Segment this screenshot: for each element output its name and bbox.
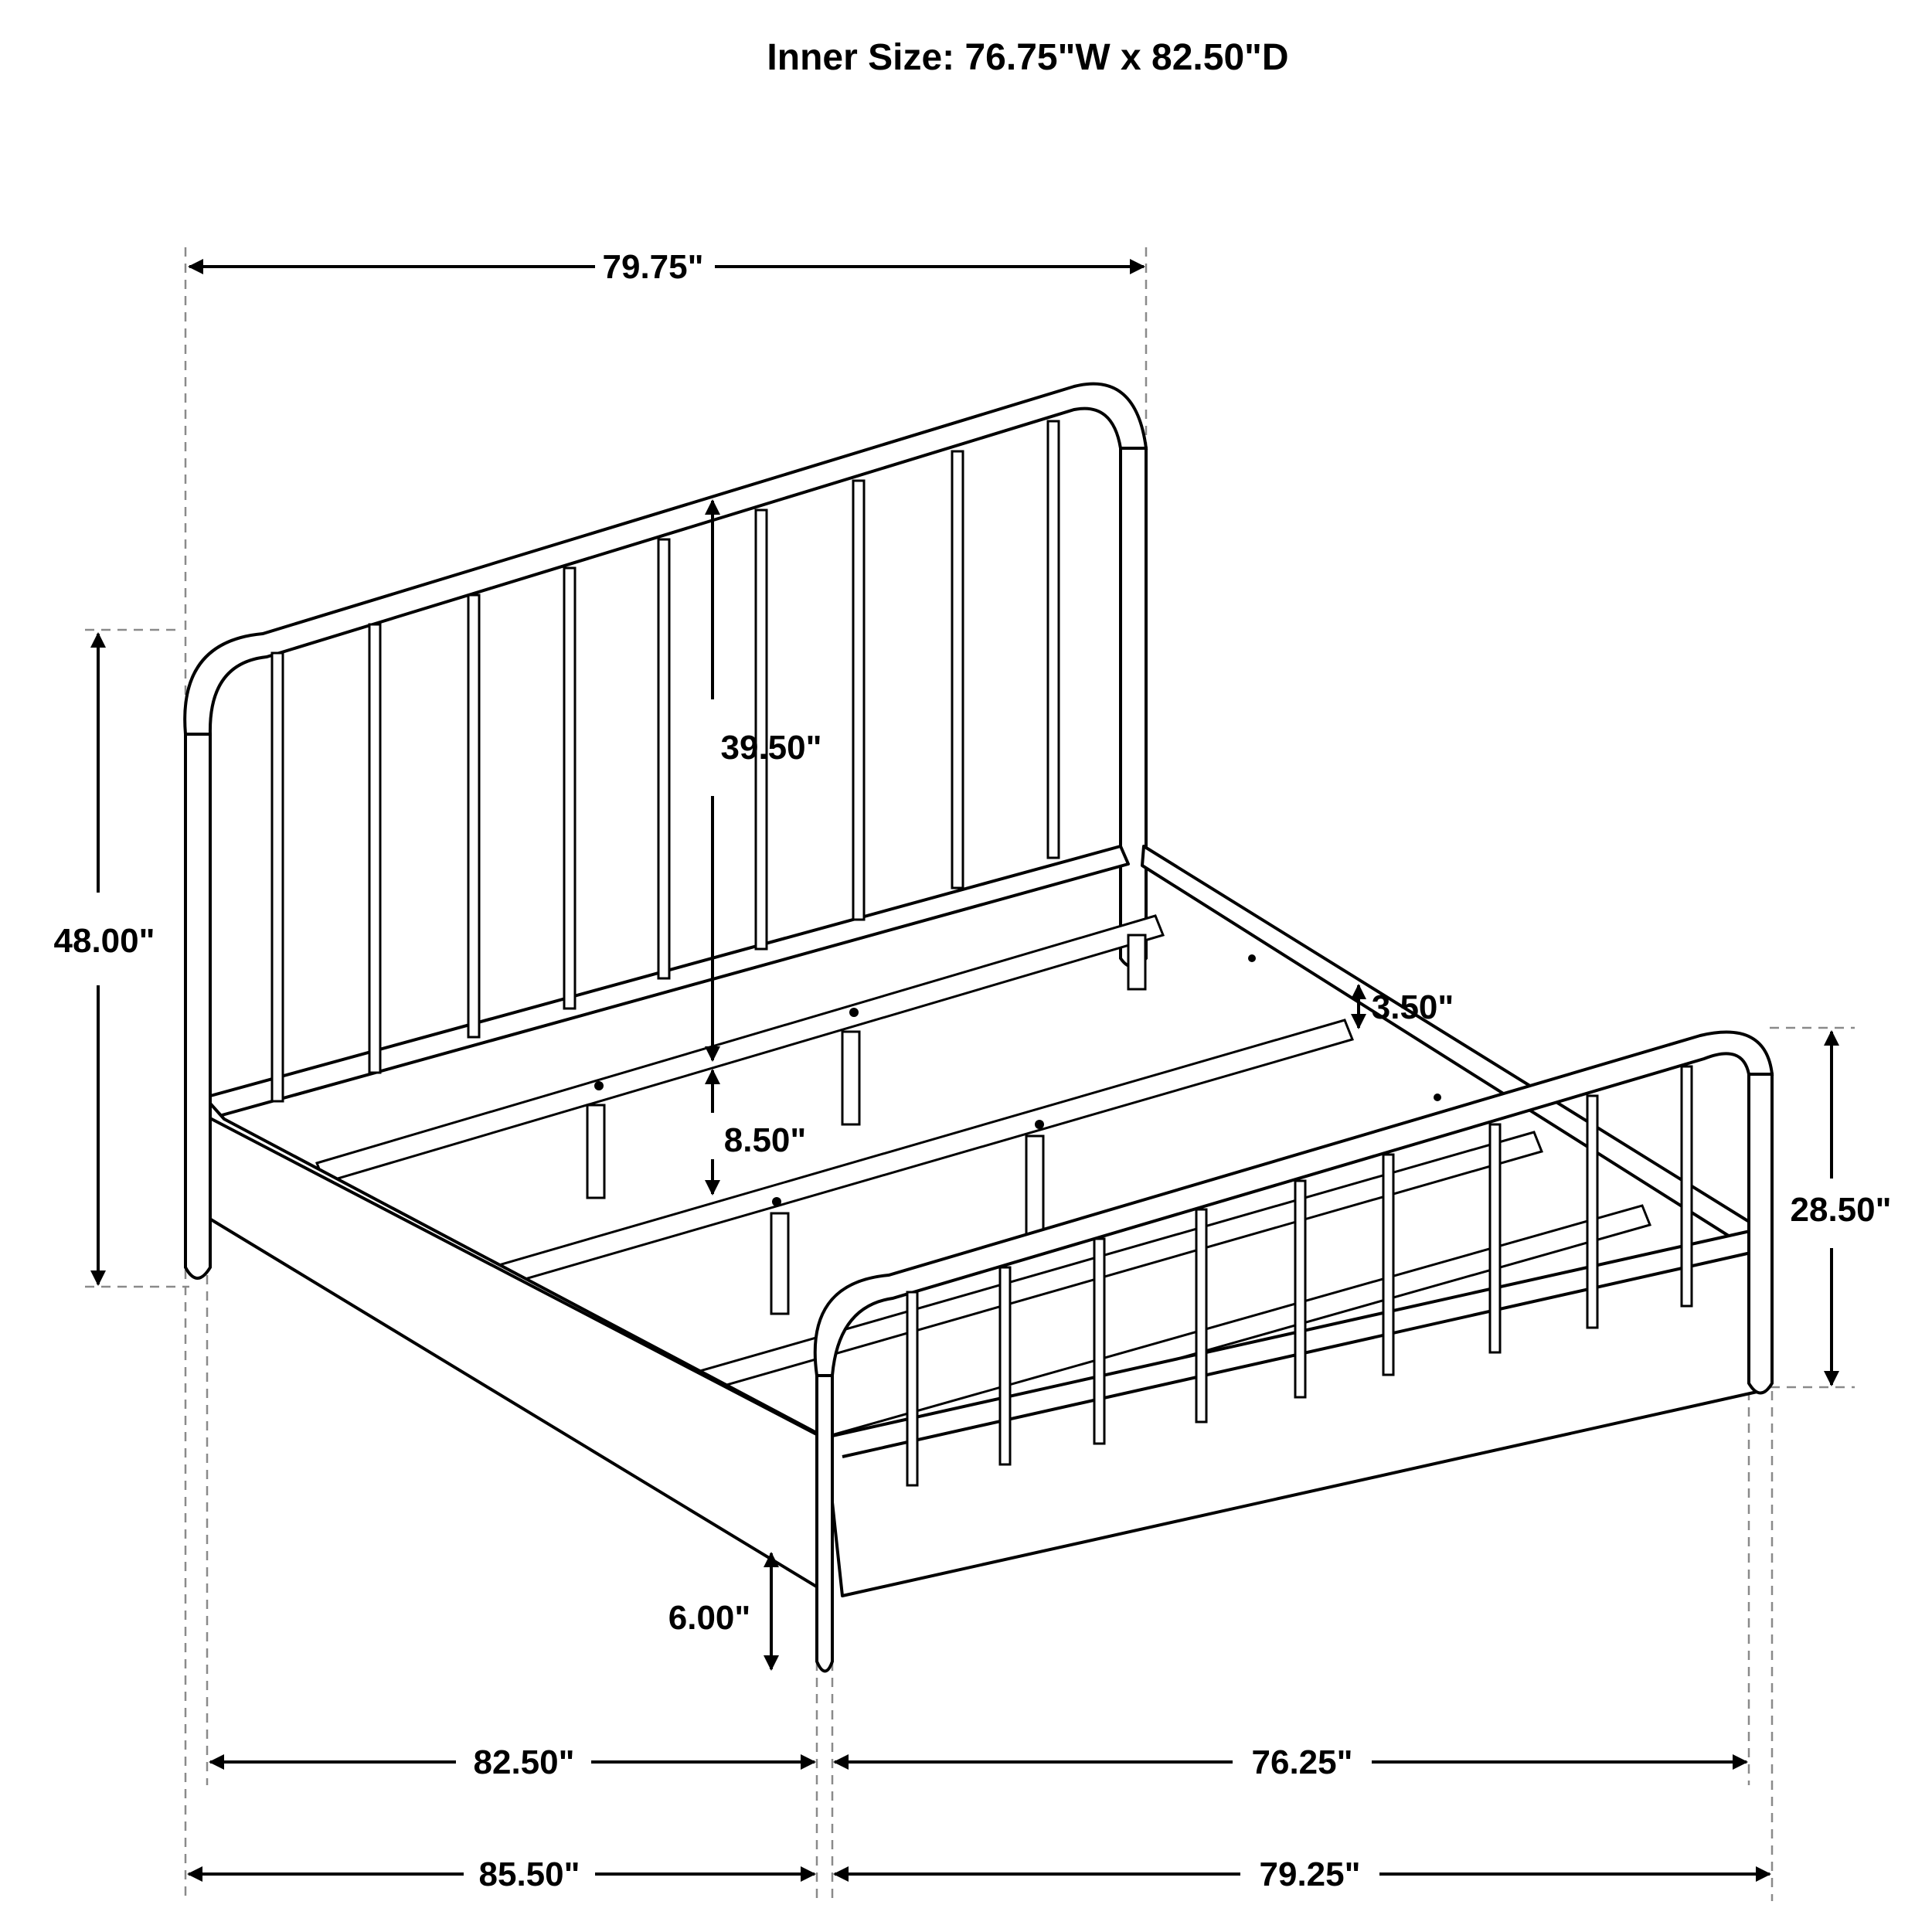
left-side-rail bbox=[203, 1096, 827, 1594]
headboard-post-left bbox=[184, 733, 212, 1280]
footboard-spindles bbox=[906, 1065, 1693, 1487]
inner-size-title: Inner Size: 76.75"W x 82.50"D bbox=[767, 37, 1288, 78]
slat-leg-4 bbox=[1025, 1134, 1045, 1238]
label-headboard-width: 79.75" bbox=[603, 248, 704, 286]
dimension-lines bbox=[90, 259, 1839, 1882]
label-footboard-height: 28.50" bbox=[1791, 1191, 1892, 1229]
label-inner-width: 76.25" bbox=[1252, 1743, 1353, 1781]
headboard-spindles bbox=[270, 420, 1060, 1103]
bed-frame-drawing bbox=[183, 382, 1774, 1673]
label-overall-depth: 85.50" bbox=[479, 1855, 580, 1893]
footboard-post-left bbox=[815, 1374, 834, 1673]
slat-leg-2 bbox=[841, 1030, 861, 1126]
label-panel-height: 39.50" bbox=[721, 729, 822, 767]
footboard-top-rail bbox=[813, 1030, 1774, 1377]
label-overall-width: 79.25" bbox=[1260, 1855, 1361, 1893]
dimension-labels: 79.75" 48.00" 39.50" 8.50" 3.50" 28.50" … bbox=[54, 248, 1892, 1893]
slat-leg-5 bbox=[1127, 934, 1147, 991]
slat-leg-1 bbox=[586, 1104, 606, 1199]
footboard-post-right bbox=[1747, 1073, 1774, 1395]
headboard-post-right bbox=[1119, 447, 1148, 968]
footboard-bottom-rail bbox=[824, 1227, 1762, 1597]
slat-leg-3 bbox=[770, 1212, 790, 1315]
label-inner-depth: 82.50" bbox=[474, 1743, 575, 1781]
label-headboard-height: 48.00" bbox=[54, 922, 155, 960]
label-clearance: 6.00" bbox=[668, 1599, 751, 1637]
slat-2 bbox=[488, 1019, 1355, 1288]
label-rail-thickness: 3.50" bbox=[1372, 988, 1454, 1026]
headboard-top-rail bbox=[183, 382, 1148, 736]
label-rail-height: 8.50" bbox=[724, 1121, 807, 1159]
